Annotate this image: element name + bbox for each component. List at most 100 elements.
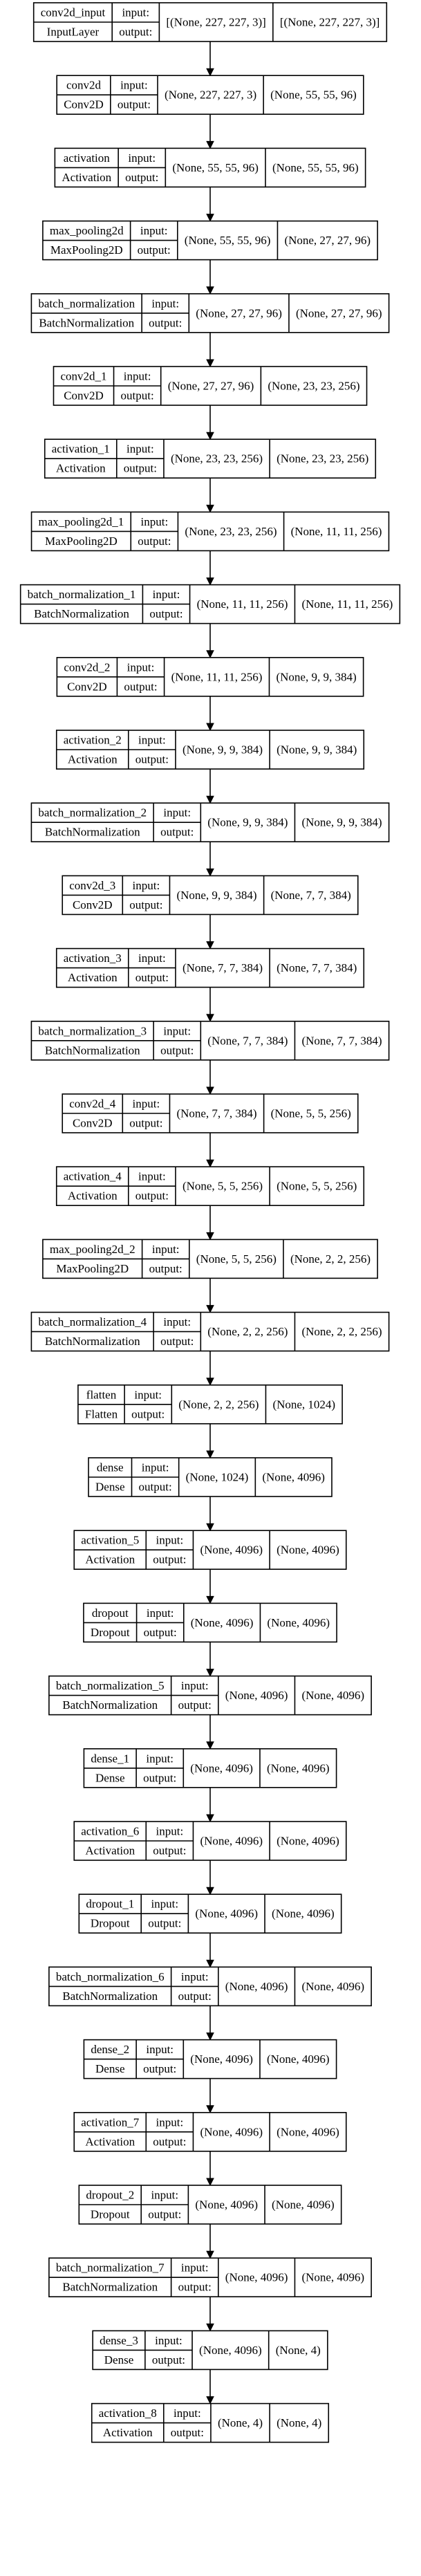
layer-node: max_pooling2d_2MaxPooling2Dinput:output:… (42, 1239, 378, 1279)
output-shape: (None, 11, 11, 256) (291, 525, 382, 538)
input-label: input: (127, 660, 155, 674)
arrowhead-icon (206, 1159, 214, 1168)
input-label: input: (156, 2115, 184, 2129)
layer-type: Activation (85, 2135, 135, 2148)
input-shape: (None, 11, 11, 256) (197, 597, 288, 611)
arrowhead-icon (206, 868, 214, 877)
layer-node: activation_1Activationinput:output:(None… (44, 438, 377, 479)
output-shape: (None, 2, 2, 256) (301, 1325, 382, 1338)
output-shape: (None, 4) (276, 2344, 321, 2357)
arrowhead-icon (206, 2105, 214, 2113)
input-shape: (None, 4096) (225, 1980, 288, 1993)
arrowhead-icon (206, 2396, 214, 2404)
input-label: input: (153, 588, 180, 601)
layer-name: activation_8 (99, 2407, 157, 2420)
input-label: input: (163, 1024, 191, 1037)
layer-node: batch_normalization_6BatchNormalizationi… (48, 1966, 372, 2007)
input-label: input: (134, 1388, 162, 1401)
layer-name: batch_normalization_5 (56, 1679, 165, 1692)
arrowhead-icon (206, 359, 214, 368)
layer-type: Activation (103, 2426, 153, 2439)
arrowhead-icon (206, 577, 214, 586)
layer-node: activation_2Activationinput:output:(None… (55, 730, 365, 770)
layer-type: Activation (85, 1553, 135, 1566)
input-shape: (None, 7, 7, 384) (207, 1034, 288, 1047)
input-label: input: (181, 2261, 209, 2274)
output-label: output: (171, 2426, 204, 2439)
input-shape: (None, 4096) (190, 2053, 253, 2066)
output-label: output: (160, 1044, 194, 1057)
arrowhead-icon (206, 1595, 214, 1604)
layer-name: conv2d_input (41, 6, 106, 19)
input-shape: (None, 4096) (200, 1835, 263, 1848)
layer-type: BatchNormalization (62, 1990, 158, 2003)
input-label: input: (133, 1097, 160, 1111)
output-label: output: (138, 243, 171, 257)
layer-node-border (44, 438, 377, 479)
layer-name: activation_1 (52, 443, 110, 456)
output-label: output: (139, 1481, 172, 1494)
output-shape: (None, 7, 7, 384) (301, 1034, 382, 1047)
layer-type: Dropout (91, 2208, 130, 2221)
arrowhead-icon (206, 2178, 214, 2187)
output-shape: (None, 4096) (277, 1835, 339, 1848)
layer-node: activation_5Activationinput:output:(None… (73, 1530, 347, 1570)
output-shape: (None, 5, 5, 256) (277, 1180, 357, 1193)
layer-node: batch_normalization_2BatchNormalizationi… (30, 802, 390, 842)
input-shape: (None, 4096) (225, 2271, 288, 2284)
layer-type: Dropout (91, 1626, 130, 1639)
layer-name: dropout_2 (86, 2189, 134, 2202)
layer-type: Activation (62, 171, 111, 184)
input-label: input: (138, 952, 166, 965)
layer-type: Dense (104, 2353, 133, 2366)
layer-name: max_pooling2d (50, 224, 124, 237)
output-shape: (None, 4096) (267, 1761, 330, 1775)
output-label: output: (153, 1553, 186, 1566)
layer-name: max_pooling2d_2 (50, 1243, 135, 1256)
arrowhead-icon (206, 2032, 214, 2041)
edges (206, 41, 214, 2404)
layer-node-border (92, 2330, 328, 2371)
arrowhead-icon (206, 1232, 214, 1241)
input-shape: (None, 4096) (190, 1761, 253, 1775)
output-label: output: (160, 1335, 194, 1348)
input-shape: (None, 4) (218, 2416, 263, 2429)
output-shape: (None, 4) (277, 2416, 321, 2429)
arrowhead-icon (206, 723, 214, 732)
layer-type: MaxPooling2D (45, 535, 118, 548)
layer-name: activation_5 (81, 1534, 139, 1547)
output-label: output: (149, 1262, 183, 1275)
output-shape: (None, 27, 27, 96) (296, 306, 382, 319)
input-shape: (None, 5, 5, 256) (183, 1180, 263, 1193)
input-shape: (None, 4096) (200, 1544, 263, 1557)
output-shape: (None, 11, 11, 256) (301, 597, 393, 611)
output-label: output: (135, 1189, 169, 1203)
output-label: output: (129, 1117, 162, 1130)
layer-name: activation (64, 151, 111, 165)
layer-type: Conv2D (64, 98, 104, 111)
output-label: output: (135, 753, 169, 766)
output-shape: (None, 9, 9, 384) (277, 743, 357, 757)
input-label: input: (174, 2407, 201, 2420)
input-label: input: (142, 1461, 169, 1474)
layer-name: conv2d_1 (60, 370, 106, 383)
output-label: output: (129, 898, 162, 911)
arrowhead-icon (206, 1741, 214, 1750)
output-shape: (None, 2, 2, 256) (290, 1252, 371, 1266)
output-label: output: (135, 971, 169, 984)
output-label: output: (152, 2353, 185, 2366)
input-label: input: (124, 370, 151, 383)
input-shape: (None, 23, 23, 256) (185, 525, 277, 538)
input-shape: (None, 2, 2, 256) (207, 1325, 288, 1338)
layer-node: activation_7Activationinput:output:(None… (73, 2112, 347, 2152)
layer-name: batch_normalization_7 (56, 2261, 165, 2274)
layer-name: dropout_1 (86, 1898, 134, 1911)
layer-node: batch_normalization_7BatchNormalizationi… (48, 2257, 372, 2297)
input-shape: (None, 55, 55, 96) (185, 234, 271, 247)
layer-type: Activation (85, 1844, 135, 1857)
